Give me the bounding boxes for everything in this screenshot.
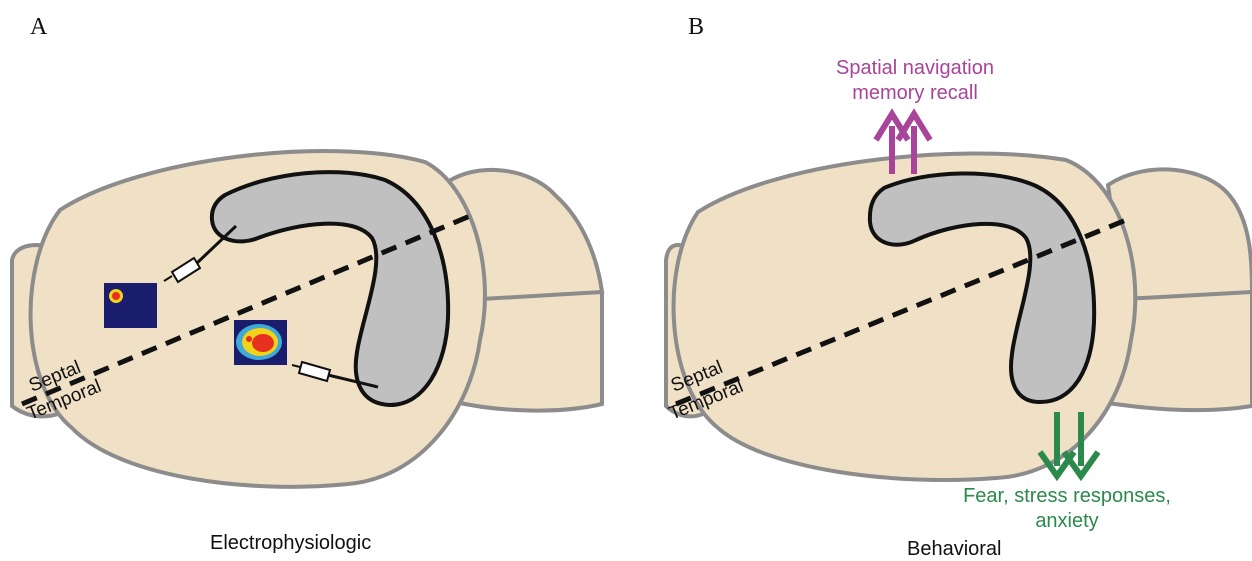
panel-b-letter: B [688,14,704,41]
annotation-down-line2: anxiety [912,509,1222,534]
annotation-up-line1: Spatial navigation [780,56,1050,81]
fear-stress-annotation: Fear, stress responses, anxiety [912,484,1222,534]
panel-a-diagram: Septal Temporal [0,0,626,558]
panel-a-caption: Electrophysiologic [210,532,371,555]
place-field-large-icon [234,320,287,365]
place-field-small-icon [104,283,157,328]
spatial-navigation-annotation: Spatial navigation memory recall [780,56,1050,106]
panel-a-letter: A [30,14,47,41]
annotation-up-line2: memory recall [780,81,1050,106]
annotation-down-line1: Fear, stress responses, [912,484,1222,509]
